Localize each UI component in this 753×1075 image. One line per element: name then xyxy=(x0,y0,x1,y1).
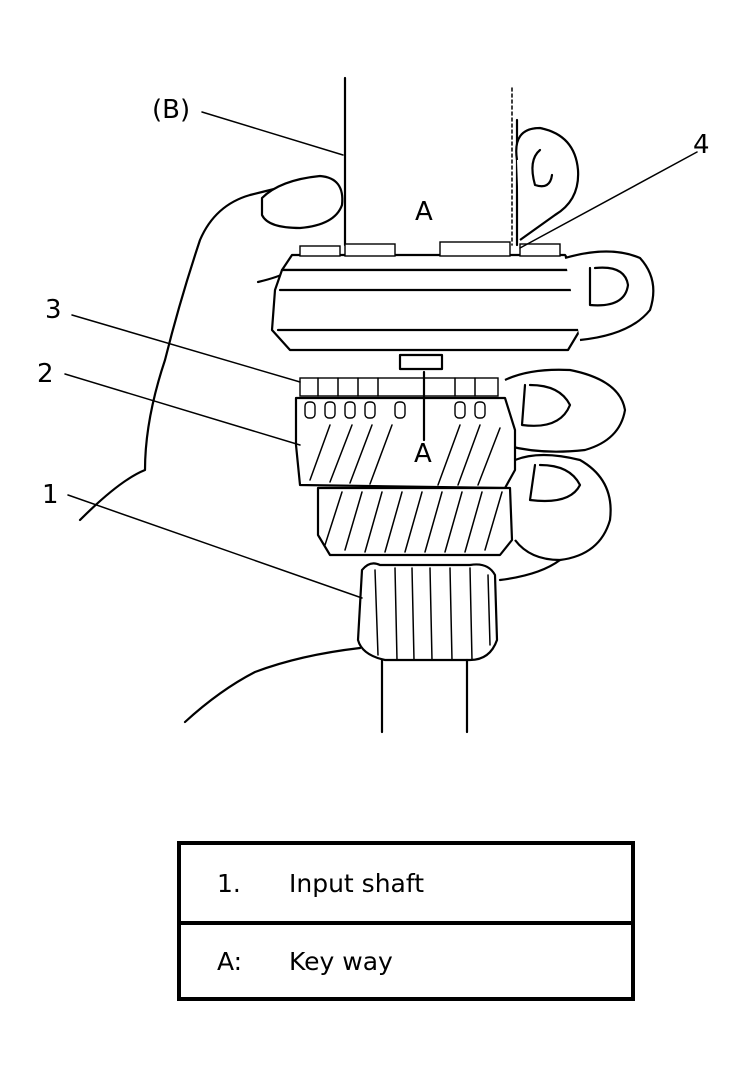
legend-key: A: xyxy=(217,946,243,976)
sleeve-teeth xyxy=(299,241,561,257)
helical-teeth xyxy=(309,424,501,486)
leader-lines xyxy=(64,111,698,599)
gear-assembly-diagram: (B) 4 A 3 2 A 1 xyxy=(37,76,710,734)
callout-a-mid: A xyxy=(414,439,432,469)
lower-helical-teeth xyxy=(324,491,503,553)
legend-key: 1. xyxy=(217,868,241,898)
gear-assembly xyxy=(294,370,517,557)
callout-3: 3 xyxy=(45,295,62,325)
legend-description: Key way xyxy=(289,946,393,976)
legend-description: Input shaft xyxy=(289,868,425,898)
dog-slots xyxy=(304,401,486,419)
legend-row: A: Key way xyxy=(181,921,631,997)
right-thumb xyxy=(515,126,580,241)
callout-a-top: A xyxy=(415,197,433,227)
input-shaft xyxy=(356,562,499,734)
dog-teeth-ring xyxy=(299,377,499,397)
left-hand xyxy=(78,174,344,522)
right-hand-fingers xyxy=(498,250,655,582)
synchronizer-sleeve xyxy=(270,241,582,371)
legend-table: 1. Input shaft A: Key way xyxy=(177,841,635,1001)
callout-1: 1 xyxy=(42,480,59,510)
callout-4: 4 xyxy=(693,130,710,160)
callout-2: 2 xyxy=(37,359,54,389)
callout-b: (B) xyxy=(152,95,190,125)
lower-hand xyxy=(183,646,362,724)
legend-row: 1. Input shaft xyxy=(181,845,631,921)
